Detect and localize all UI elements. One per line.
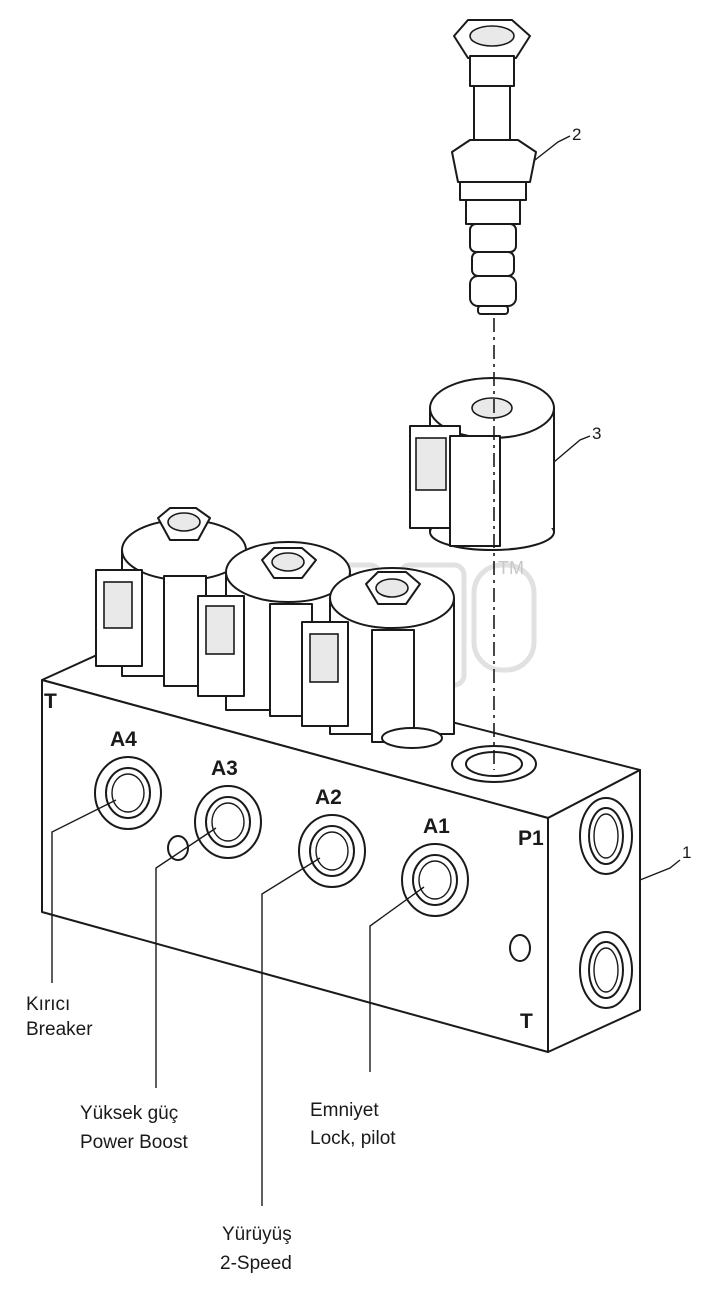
- callout-3-label: 3: [592, 424, 601, 443]
- callout-1-label: 1: [682, 843, 691, 862]
- mounted-coil-3: [301, 567, 455, 749]
- callout-1: 1: [639, 843, 691, 881]
- leader-a4: [51, 799, 117, 983]
- small-hole-front: [167, 835, 189, 861]
- port-a4: [94, 756, 162, 830]
- callout-2-label: 2: [572, 125, 581, 144]
- cartridge-valve: [451, 19, 537, 315]
- leader-a2: [261, 857, 321, 1206]
- port-label-a2: A2: [315, 786, 342, 809]
- callout-3: 3: [553, 424, 601, 463]
- small-hole-side: [509, 934, 531, 962]
- caption-a2-line2: 2-Speed: [220, 1253, 292, 1274]
- callout-2: 2: [534, 125, 581, 161]
- port-a2: [298, 814, 366, 888]
- caption-a2-line1: Yürüyüş: [222, 1224, 292, 1245]
- port-t-side: [579, 931, 633, 1009]
- port-a3: [194, 785, 262, 859]
- leader-a3: [155, 827, 217, 1088]
- caption-a1: Emniyet Lock, pilot: [310, 1100, 396, 1149]
- solenoid-coil: [409, 377, 555, 551]
- leader-a1: [369, 886, 425, 1072]
- port-label-p1: P1: [518, 827, 544, 850]
- caption-a3-line2: Power Boost: [80, 1132, 188, 1153]
- port-label-a3: A3: [211, 757, 238, 780]
- caption-a1-line2: Lock, pilot: [310, 1128, 396, 1149]
- port-p1-side: [579, 797, 633, 875]
- caption-a3-line1: Yüksek güç: [80, 1103, 178, 1124]
- port-label-a1: A1: [423, 815, 450, 838]
- caption-a3: Yüksek güç Power Boost: [80, 1103, 188, 1153]
- caption-a2: Yürüyüş 2-Speed: [220, 1224, 292, 1274]
- caption-a4-line2: Breaker: [26, 1019, 93, 1040]
- caption-a4-line1: Kırıcı: [26, 994, 70, 1015]
- port-a1: [401, 843, 469, 917]
- port-label-a4: A4: [110, 728, 137, 751]
- caption-a1-line1: Emniyet: [310, 1100, 379, 1121]
- port-label-t-bottom: T: [520, 1010, 533, 1033]
- port-label-t-top: T: [44, 690, 57, 713]
- watermark-tm: TM: [498, 558, 524, 578]
- caption-a4: Kırıcı Breaker: [26, 994, 93, 1040]
